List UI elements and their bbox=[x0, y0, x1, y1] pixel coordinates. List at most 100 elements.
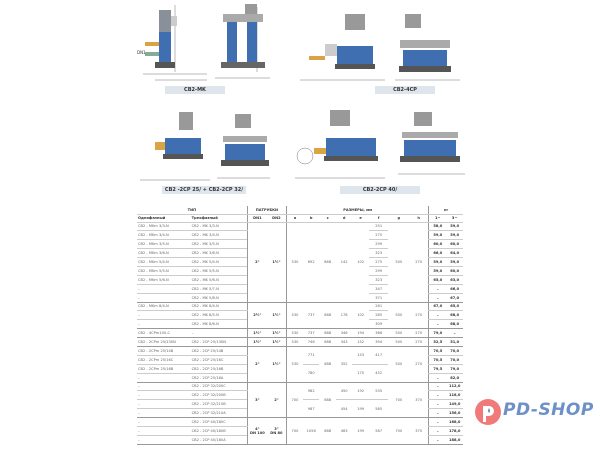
dim-g: 500 bbox=[388, 337, 410, 347]
dim-b: 737 bbox=[302, 328, 320, 339]
weight-single-phase: – bbox=[428, 417, 447, 427]
dim-f: 366 bbox=[368, 328, 389, 339]
dim-f: 309 bbox=[368, 319, 389, 330]
model-single-phase: – bbox=[137, 435, 191, 445]
dim-dn1: 3" bbox=[246, 382, 267, 419]
dim-g: 500 bbox=[388, 328, 410, 339]
dim-a: 530 bbox=[285, 302, 303, 330]
model-three-phase: CB2 - MK 3/5-N bbox=[190, 239, 248, 250]
weight-three-phase: 68,0 bbox=[446, 310, 463, 321]
dim-a: 700 bbox=[285, 382, 303, 419]
weight-single-phase: – bbox=[428, 382, 447, 392]
dim-a: 530 bbox=[285, 222, 303, 303]
table-row: –CB2 - 2CP 32/200B–118,0 bbox=[137, 390, 463, 401]
column-header: d bbox=[335, 214, 353, 223]
weight-single-phase: 66,0 bbox=[428, 248, 447, 259]
weight-single-phase: – bbox=[428, 399, 447, 410]
dim-h: 270 bbox=[409, 302, 429, 330]
weight-single-phase: – bbox=[428, 373, 447, 383]
weight-single-phase: – bbox=[428, 310, 447, 321]
diagram-label-cb2-4cp: CB2-4CP bbox=[375, 86, 435, 94]
dim-h: 270 bbox=[409, 337, 429, 347]
weight-three-phase: 60,0 bbox=[446, 266, 463, 276]
column-header: a bbox=[285, 214, 303, 223]
column-header: c bbox=[319, 214, 336, 223]
column-header: 1~ bbox=[428, 214, 447, 223]
model-three-phase: CB2 - 2CP 40/180A bbox=[190, 435, 248, 445]
dim-dn1: DN1 bbox=[137, 50, 146, 55]
dim-h: 270 bbox=[409, 346, 429, 383]
weight-three-phase: 68,0 bbox=[446, 319, 463, 330]
weight-three-phase: 82,0 bbox=[446, 373, 463, 383]
model-single-phase: – bbox=[137, 390, 191, 401]
table-row: –CB2 - 2CP 32/210A–156,0 bbox=[137, 408, 463, 419]
dim-f: 251 bbox=[368, 222, 389, 232]
weight-three-phase: 63,0 bbox=[446, 275, 463, 285]
model-single-phase: – bbox=[137, 408, 191, 419]
model-three-phase: CB2 - 2CP 40/180C bbox=[190, 417, 248, 427]
header-weight: кг bbox=[428, 206, 463, 215]
dim-dn2: 3" DN 80 bbox=[266, 417, 287, 445]
model-single-phase: CB2 - MKm 3/5-N bbox=[137, 239, 191, 250]
weight-three-phase: 60,0 bbox=[446, 239, 463, 250]
dim-b: 987 bbox=[302, 399, 320, 419]
model-single-phase: CB2 - MKm 5/4-N bbox=[137, 257, 191, 267]
column-header: Трехфазный bbox=[190, 214, 248, 223]
weight-single-phase: 52,5 bbox=[428, 337, 447, 347]
weight-three-phase: 178,0 bbox=[446, 426, 463, 436]
weight-single-phase: 59,0 bbox=[428, 266, 447, 276]
model-single-phase: CB2 - MKm 5/6-N bbox=[137, 275, 191, 285]
weight-single-phase: – bbox=[428, 284, 447, 294]
model-single-phase: CB2 - MKm 3/3-N bbox=[137, 222, 191, 232]
weight-single-phase: 67,0 bbox=[428, 302, 447, 312]
diagram-cb2-4cp bbox=[300, 14, 460, 81]
diagram-cb2-2cp-25-32 bbox=[140, 112, 270, 181]
model-single-phase: – bbox=[137, 426, 191, 436]
weight-three-phase: 118,0 bbox=[446, 390, 463, 401]
weight-three-phase: 149,0 bbox=[446, 399, 463, 410]
dim-h: 270 bbox=[409, 328, 429, 339]
dim-c: 688 bbox=[319, 346, 336, 383]
model-three-phase: CB2 - MK 8/6-N bbox=[190, 319, 248, 330]
weight-three-phase: 188,0 bbox=[446, 435, 463, 445]
model-single-phase: CB2 - 2CPm 25/14B bbox=[137, 346, 191, 356]
dim-e: 102 bbox=[352, 302, 369, 330]
model-single-phase: CB2 - MKm 5/5-N bbox=[137, 266, 191, 276]
dim-dn1: 2½" bbox=[246, 302, 267, 330]
model-three-phase: CB2 - 2CP 25/16B bbox=[190, 364, 248, 374]
dim-dn1: 2" bbox=[246, 222, 267, 303]
dim-d: 346 bbox=[335, 328, 353, 339]
column-header: b bbox=[302, 214, 320, 223]
dim-e: 153 bbox=[352, 346, 369, 365]
column-header: DN1 bbox=[246, 214, 267, 223]
dim-b: 737 bbox=[302, 302, 320, 330]
dim-f: 285 bbox=[368, 310, 389, 321]
dim-b: 982 bbox=[302, 382, 320, 401]
model-three-phase: CB2 - MK 5/6-N bbox=[190, 275, 248, 285]
dim-g: 700 bbox=[388, 382, 410, 419]
model-single-phase: CB2 - MKm 8/4-N bbox=[137, 302, 191, 312]
dim-g: 500 bbox=[388, 346, 410, 383]
dim-d: 463 bbox=[335, 417, 353, 445]
dim-f: 394 bbox=[368, 337, 389, 347]
dim-f: 275 bbox=[368, 257, 389, 267]
dim-a: 700 bbox=[285, 417, 303, 445]
dim-d: 178 bbox=[335, 302, 353, 330]
weight-three-phase: – bbox=[446, 328, 463, 339]
weight-three-phase: 66,0 bbox=[446, 284, 463, 294]
model-single-phase: – bbox=[137, 373, 191, 383]
dim-f: 261 bbox=[368, 302, 389, 312]
model-three-phase: CB2 - MK 3/6-N bbox=[190, 248, 248, 259]
